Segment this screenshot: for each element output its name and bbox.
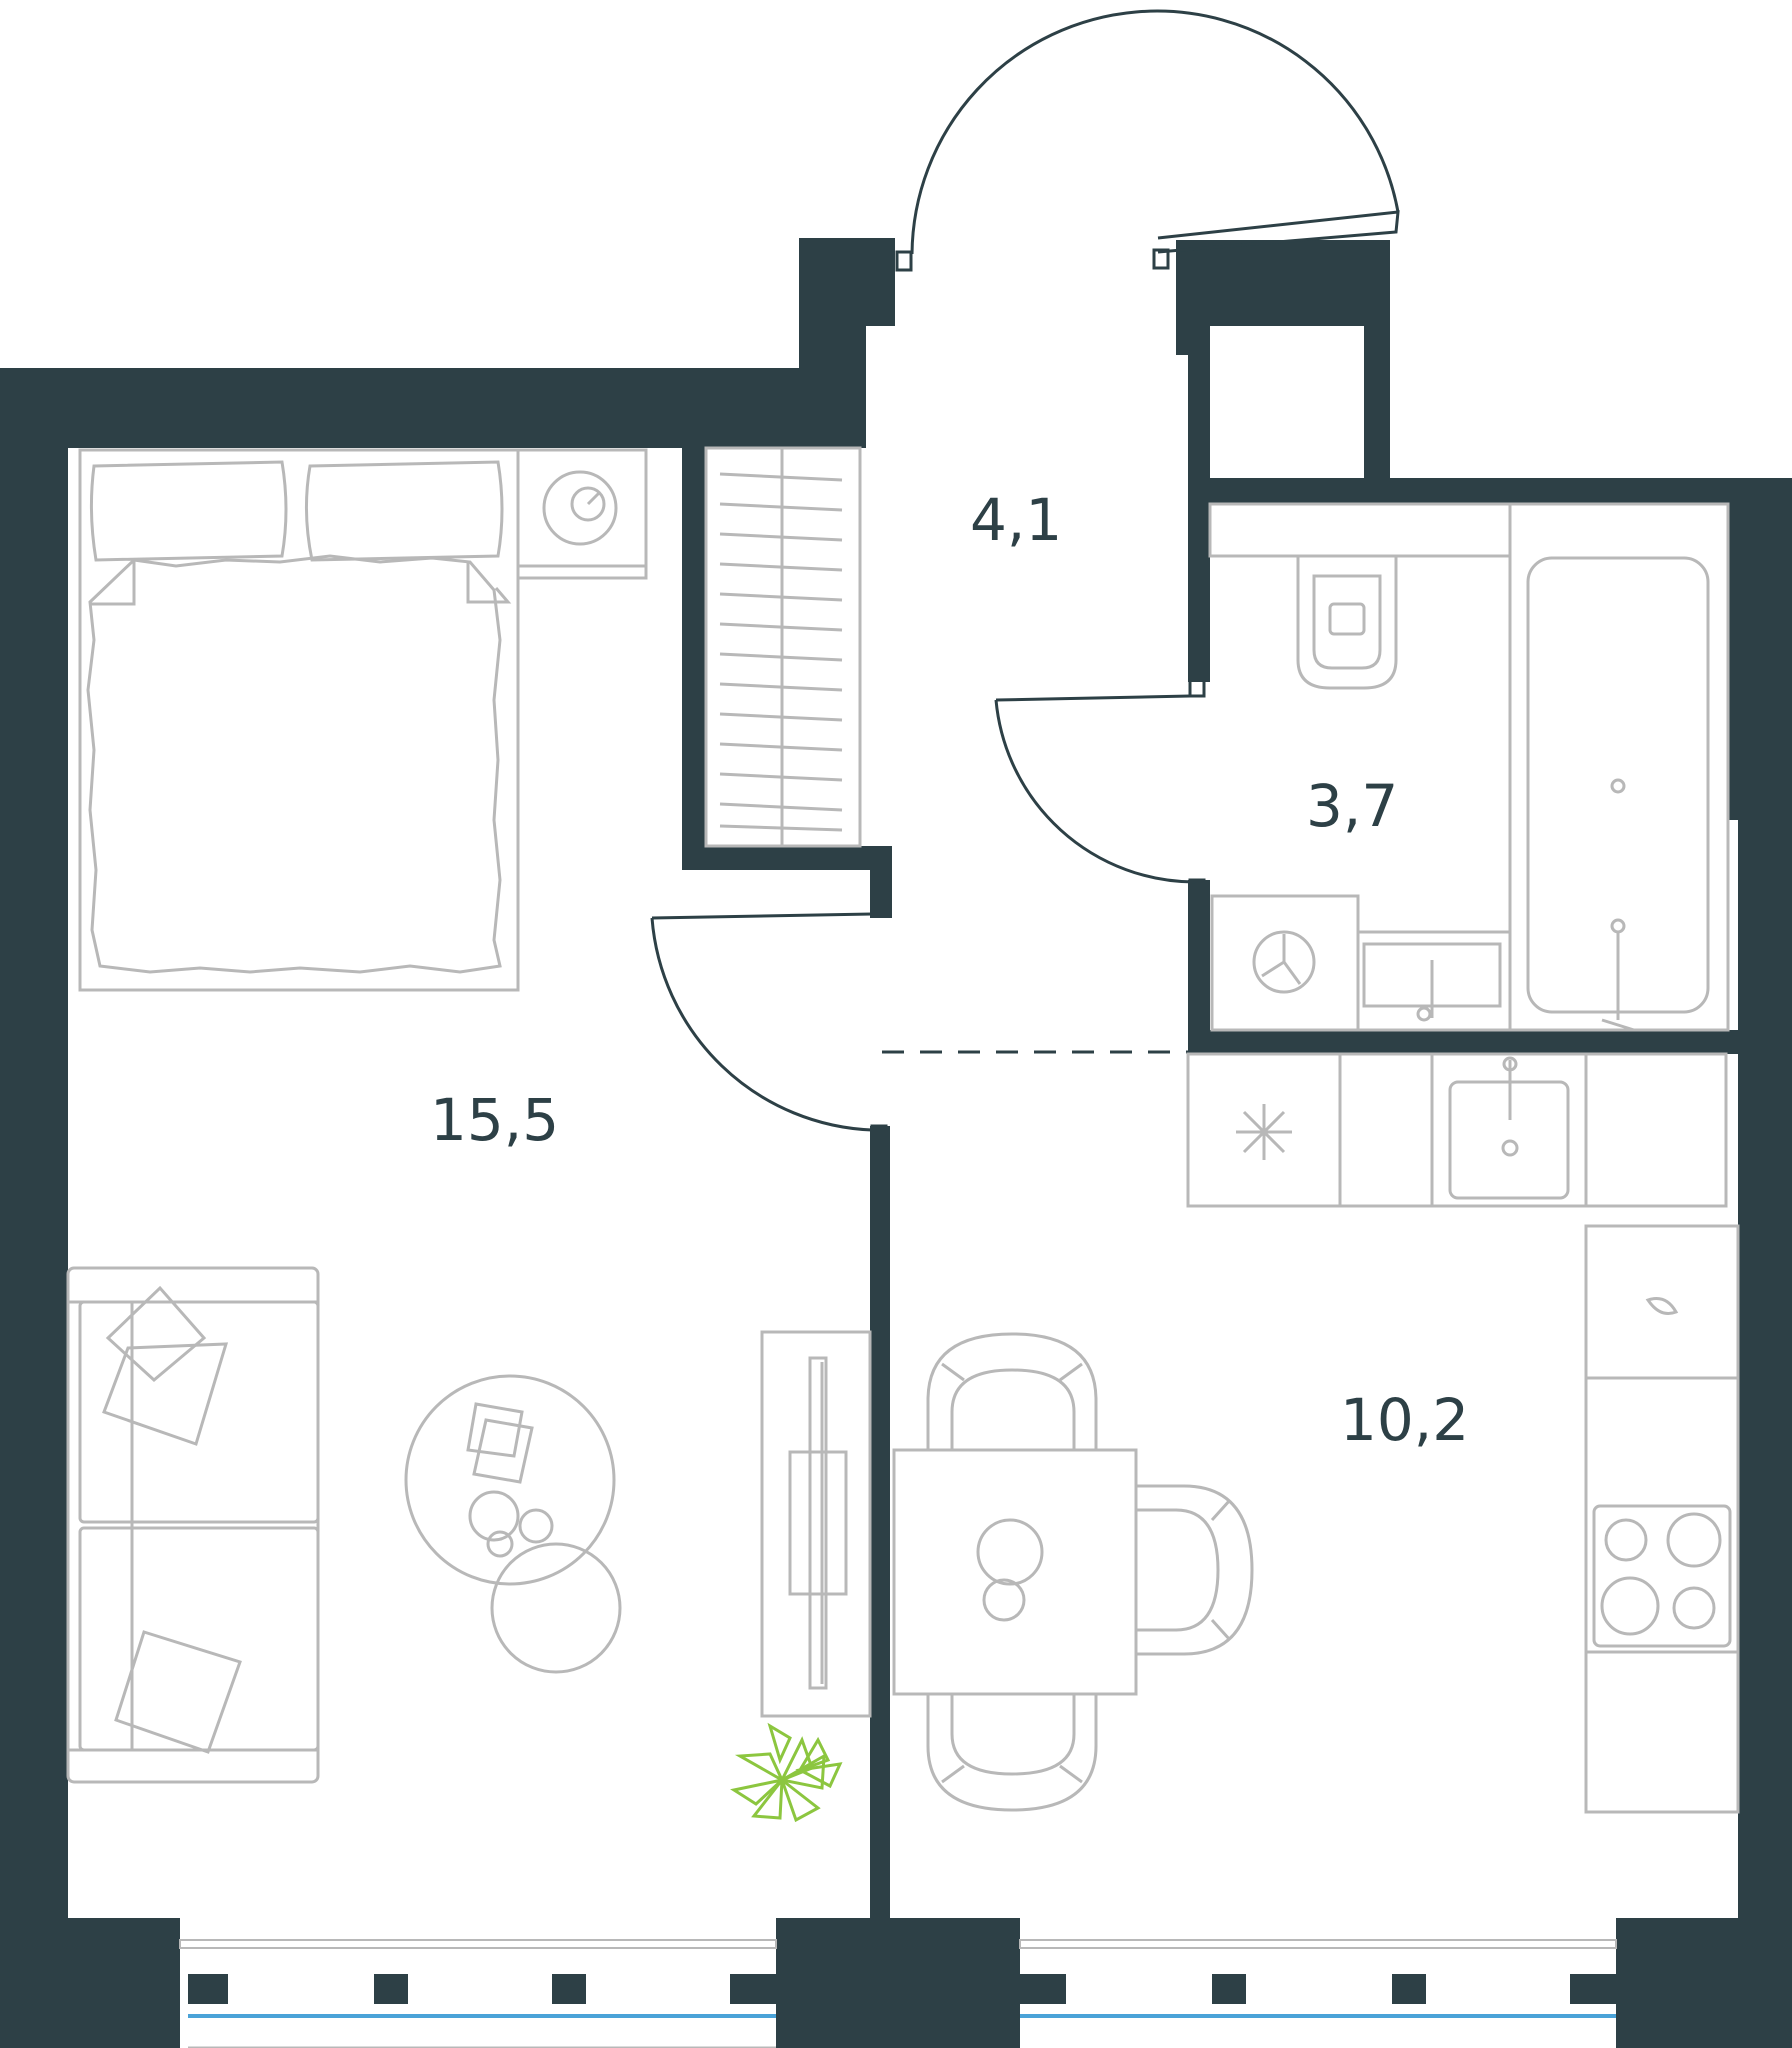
chair-right [1136,1484,1254,1656]
bathroom-area-label: 3,7 [1306,772,1398,840]
wardrobe [704,446,862,848]
chair-top [926,1332,1098,1450]
bathroom-door [994,678,1206,898]
sofa [66,1266,320,1784]
entrance-door [895,9,1400,272]
window-right [1019,1939,1617,2018]
chair-bottom [926,1694,1098,1812]
plant [730,1722,843,1823]
toilet [1208,502,1512,690]
walls [0,238,1792,2048]
bedroom-door [650,898,888,1144]
bedroom-area-label: 15,5 [430,1086,559,1154]
bathtub [1508,502,1730,1032]
hallway-area-label: 4,1 [970,486,1062,554]
kitchen-area-label: 10,2 [1340,1386,1469,1454]
nightstand [516,448,648,580]
tv-stand [760,1330,872,1718]
window-left [179,1939,777,2048]
bed [78,448,520,992]
kitchen-counter [1186,1052,1740,1814]
bathroom-sink [1356,930,1512,1032]
washing-machine [1210,894,1360,1032]
coffee-table [404,1374,622,1674]
dining-table [892,1448,1138,1696]
